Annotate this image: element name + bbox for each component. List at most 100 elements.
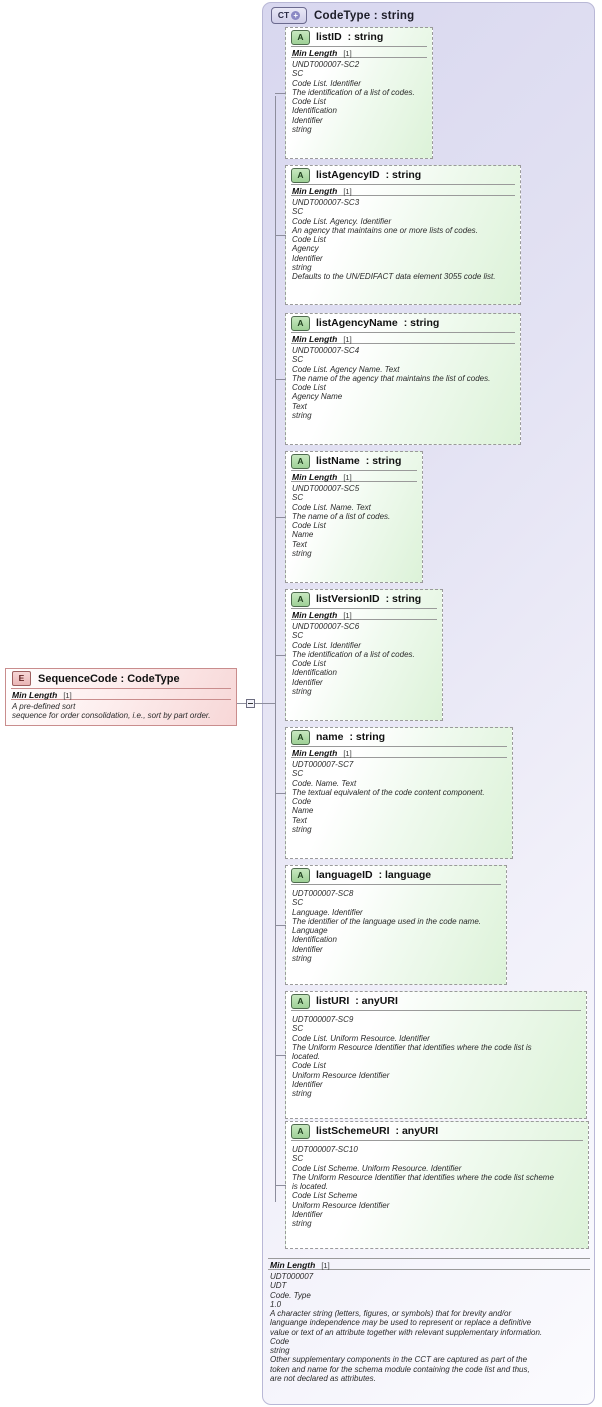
attribute-connector-line [275, 379, 286, 380]
attribute-connector-line [275, 235, 286, 236]
attribute-facet-row: Min Length [1] [291, 46, 427, 58]
element-title: SequenceCode : CodeType [38, 672, 180, 685]
doc-line: An agency that maintains one or more lis… [292, 225, 478, 235]
doc-line: Identifier [292, 253, 323, 263]
doc-line: Code List. Agency Name. Text [292, 364, 400, 374]
tree-trunk-line [275, 96, 276, 1202]
plus-icon: + [291, 11, 301, 20]
doc-line: string [292, 953, 312, 963]
facet-cardinality: [1] [343, 187, 352, 196]
element-sequencecode[interactable]: E SequenceCode : CodeType Min Length [1]… [5, 668, 237, 726]
attribute-facet-row: Min Length [1] [291, 332, 515, 344]
doc-line: Uniform Resource Identifier [292, 1070, 390, 1080]
facet-name: Min Length [292, 186, 338, 196]
attribute-connector-line [275, 793, 286, 794]
attribute-type: : anyURI [395, 1125, 439, 1137]
doc-line: UDT000007 [270, 1272, 314, 1281]
doc-line: string [292, 262, 312, 272]
doc-line: string [292, 824, 312, 834]
doc-line: SC [292, 898, 304, 908]
doc-line: Language [292, 926, 328, 936]
attribute-name: listName [316, 455, 360, 467]
doc-line: Code List Scheme. Uniform Resource. Iden… [292, 1163, 462, 1173]
complextype-expand-icon[interactable]: CT + [271, 7, 307, 24]
doc-line: The Uniform Resource Identifier that ide… [292, 1172, 554, 1192]
doc-line: Identifier [292, 1079, 323, 1089]
doc-line: Code List [292, 235, 326, 245]
doc-line: Identifier [292, 115, 323, 125]
doc-line: SC [292, 355, 304, 365]
facet-cardinality: [1] [343, 473, 352, 482]
facet-cardinality: [1] [343, 749, 352, 758]
doc-line: UNDT000007-SC6 [292, 622, 360, 631]
doc-line: sequence for order consolidation, i.e., … [12, 711, 211, 721]
doc-line: The name of the agency that maintains th… [292, 373, 491, 383]
doc-line: SC [292, 1154, 304, 1164]
attribute-type: : string [347, 31, 384, 43]
doc-line: string [292, 548, 312, 558]
attribute-icon: A [291, 315, 310, 331]
element-header: E SequenceCode : CodeType [6, 669, 236, 688]
doc-line: Identification [292, 935, 337, 945]
doc-line: string [292, 1089, 312, 1099]
doc-line: Code List. Agency. Identifier [292, 216, 392, 226]
facet-cardinality: [1] [343, 49, 352, 58]
attribute-type: : string [385, 169, 422, 181]
facet-name: Min Length [12, 690, 58, 700]
footer-facet-row: Min Length [1] [268, 1258, 590, 1270]
facet-cardinality: [1] [343, 611, 352, 620]
facet-name: Min Length [292, 610, 338, 620]
doc-line: UNDT000007-SC3 [292, 198, 360, 207]
attribute-name: listAgencyID [316, 169, 380, 181]
attribute-name: listID [316, 31, 342, 43]
collapse-toggle[interactable] [246, 699, 255, 708]
doc-line: Text [292, 815, 307, 825]
complextype-icon-label: CT [277, 10, 290, 21]
facet-name: Min Length [292, 748, 338, 758]
doc-line: UNDT000007-SC4 [292, 346, 360, 355]
doc-line: string [292, 410, 312, 420]
element-icon: E [12, 671, 31, 686]
doc-line: string [270, 1346, 290, 1356]
doc-line: Identifier [292, 944, 323, 954]
facet-cardinality: [1] [343, 335, 352, 344]
attribute-icon: A [291, 1123, 310, 1139]
attribute-facet-row: Min Length[1] [291, 470, 417, 482]
doc-line: Identifier [292, 1209, 323, 1219]
doc-line: Agency Name [292, 392, 343, 402]
attribute-connector-line [275, 655, 286, 656]
facet-name: Min Length [292, 334, 338, 344]
attribute-type: : language [378, 869, 432, 881]
attribute-name: languageID [316, 869, 373, 881]
attribute-icon: A [291, 993, 310, 1009]
attribute-facet-row: Min Length [1] [291, 184, 515, 196]
doc-line: Identifier [292, 677, 323, 687]
doc-line: string [292, 1219, 312, 1229]
doc-line: A character string (letters, figures, or… [270, 1309, 543, 1337]
doc-line: SC [292, 207, 304, 217]
doc-line: SC [292, 69, 304, 79]
doc-line: string [292, 124, 312, 134]
attribute-name: listVersionID [316, 593, 380, 605]
facet-name: Min Length [292, 48, 338, 58]
doc-line: The name of a list of codes. [292, 511, 391, 521]
